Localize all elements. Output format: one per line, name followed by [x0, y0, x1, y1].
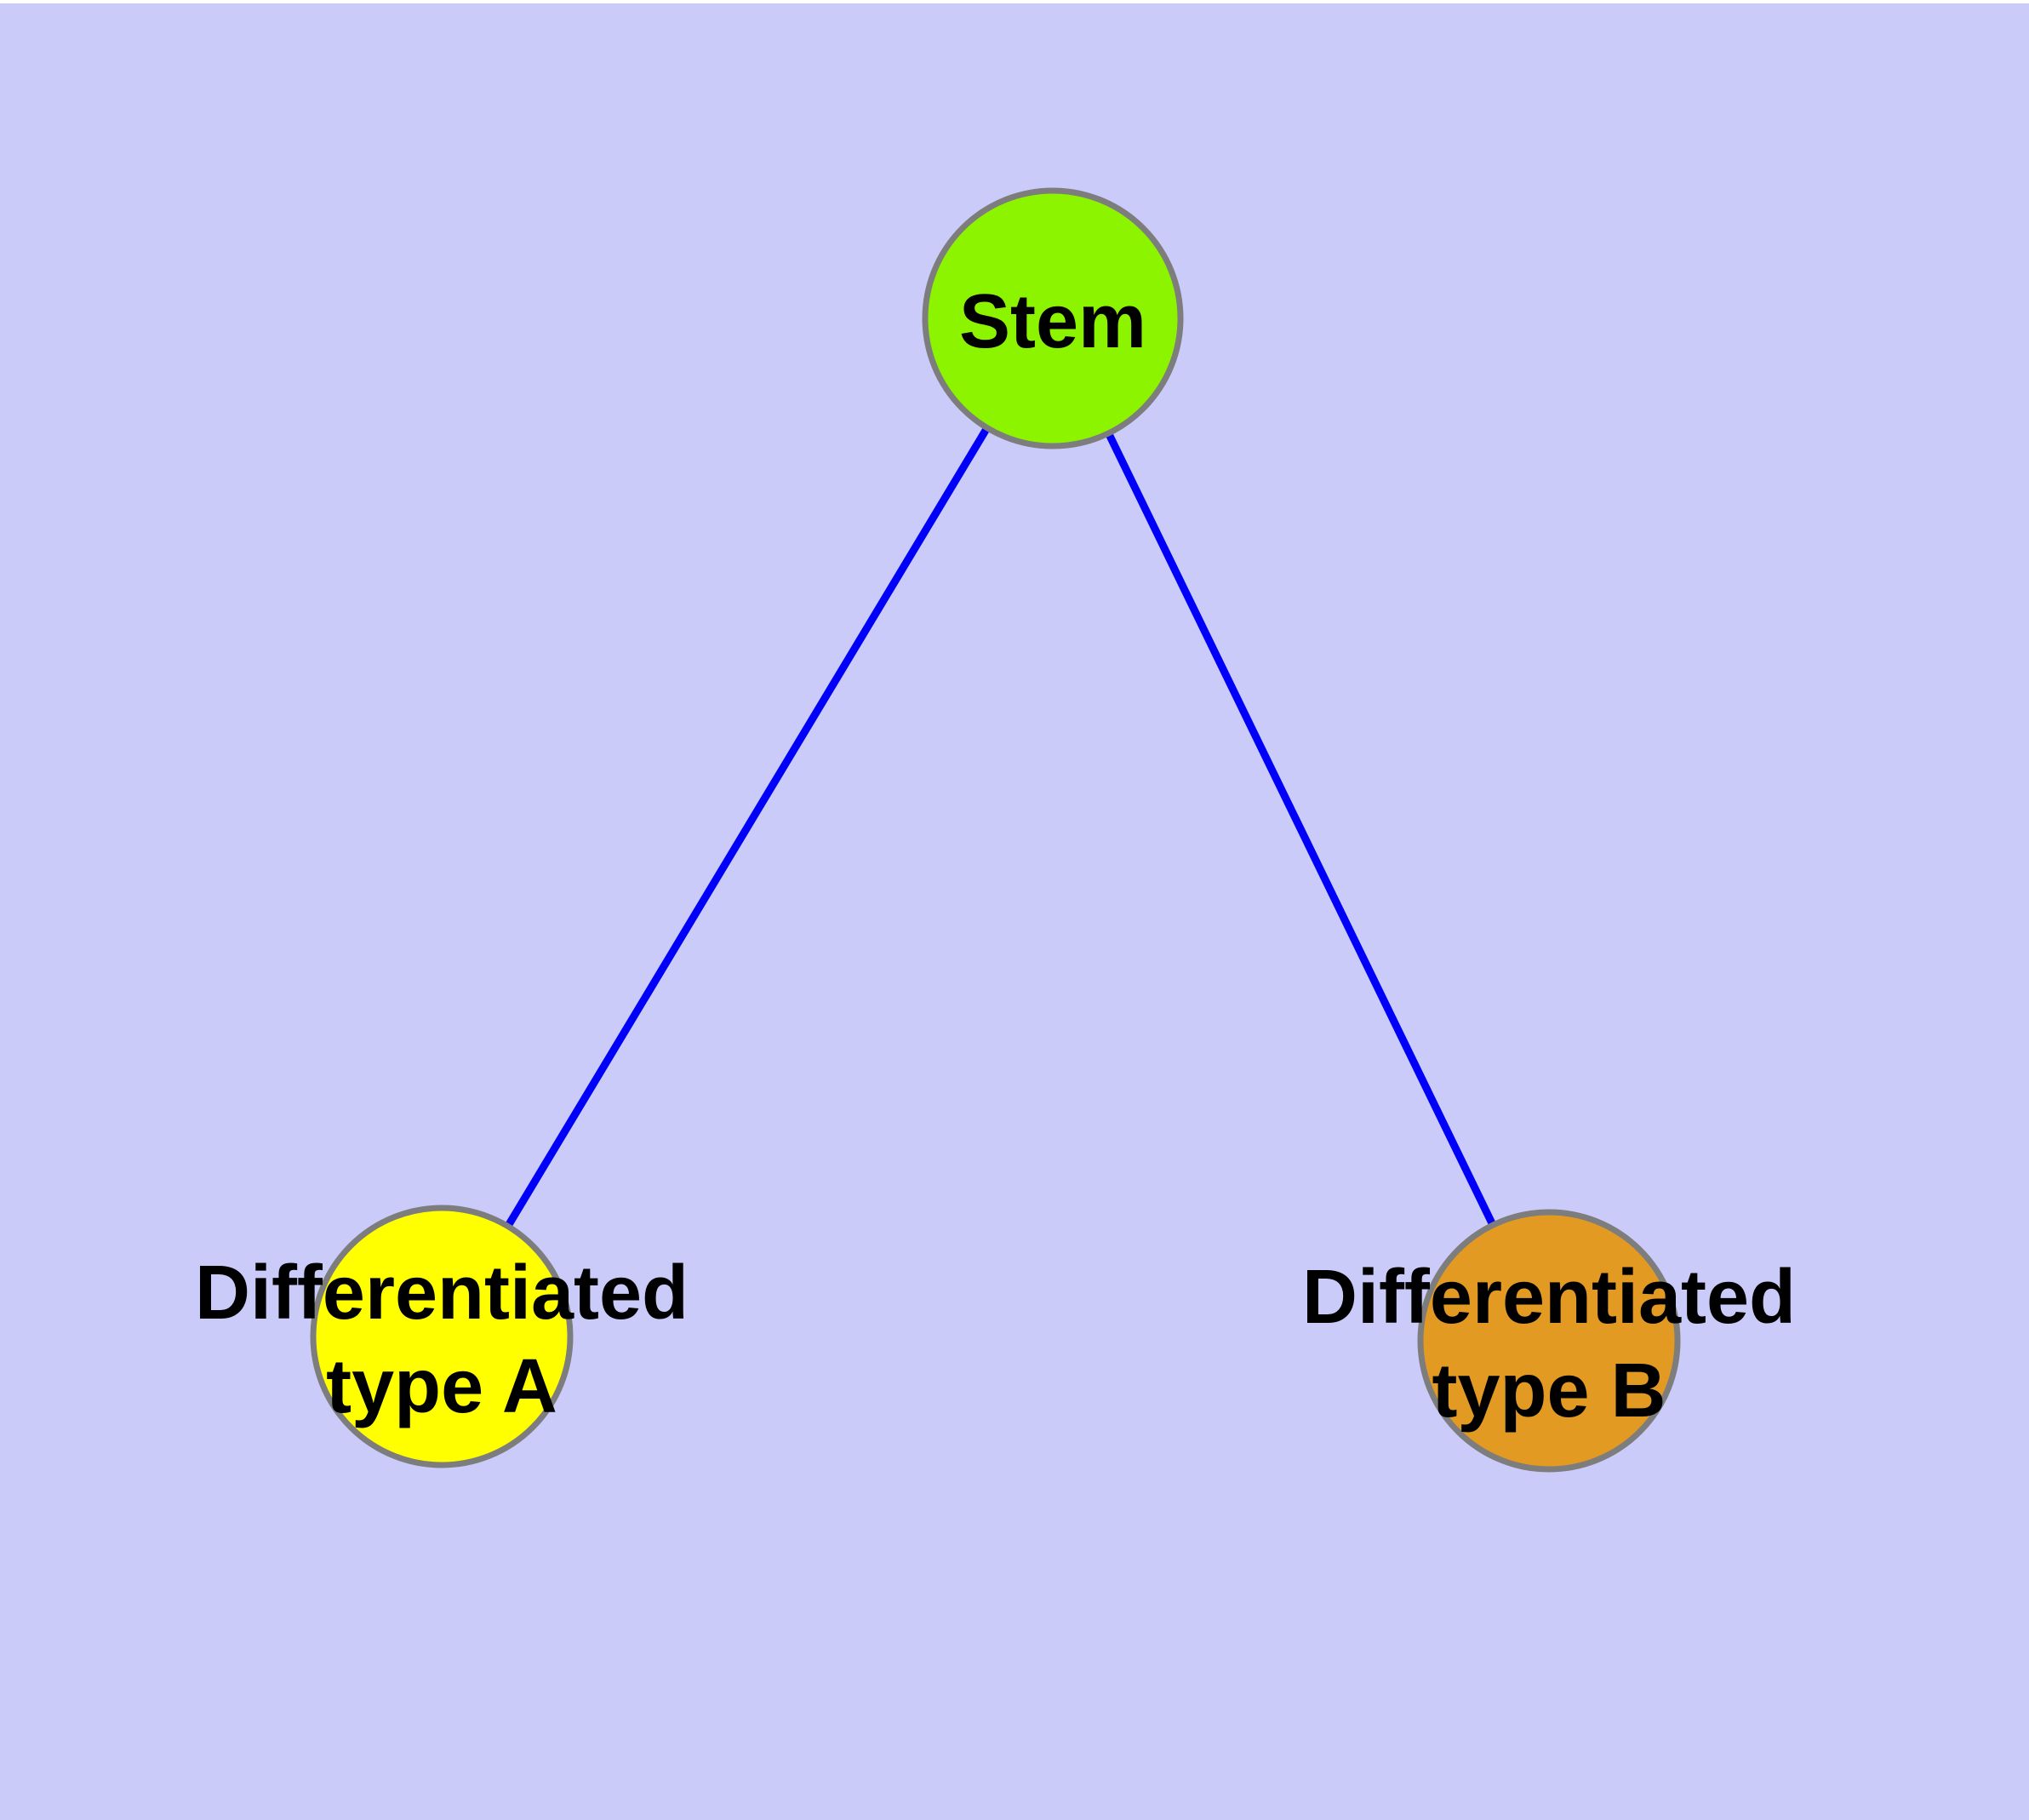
node-stem — [922, 187, 1184, 449]
node-label-stem: Stem — [959, 279, 1146, 364]
edge-stem-to-diff-b — [1049, 317, 1553, 1342]
edge-stem-to-diff-a — [438, 316, 1056, 1339]
node-diff-a — [310, 1205, 574, 1468]
node-diff-b — [1417, 1209, 1681, 1473]
